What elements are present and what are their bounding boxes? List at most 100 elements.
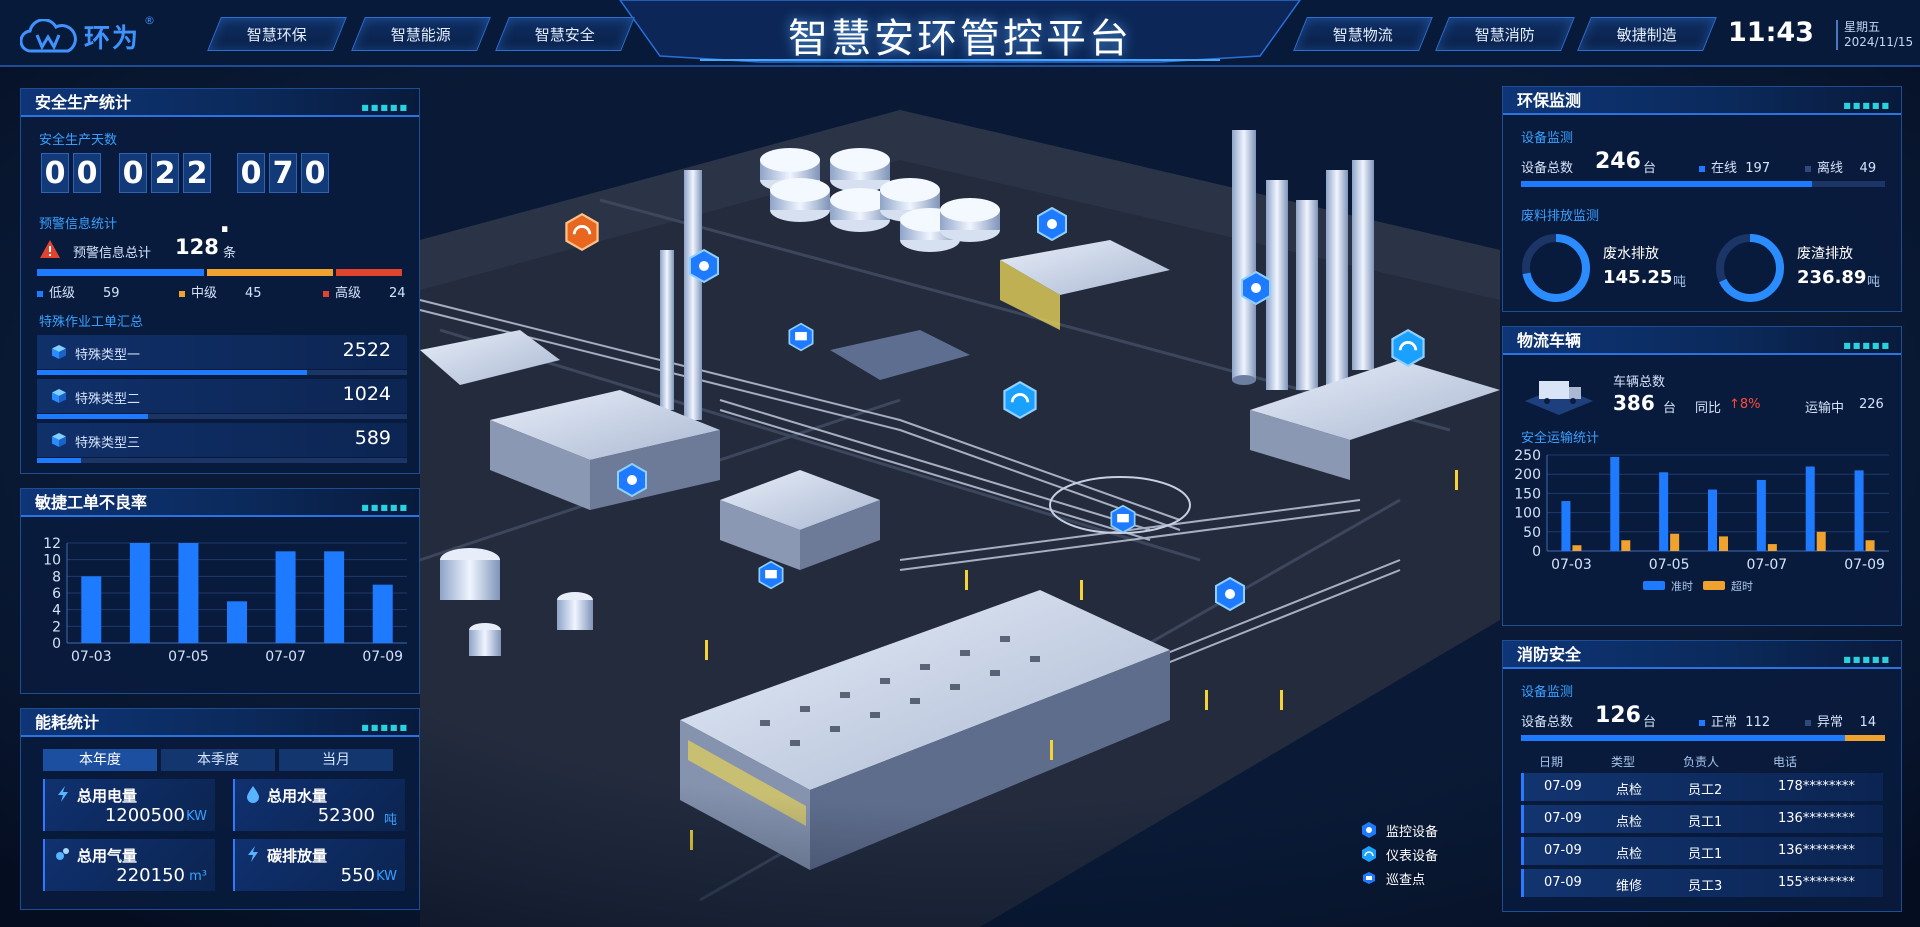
abnormal-stat: 异常 14 bbox=[1805, 711, 1876, 730]
x-tick-label: 07-07 bbox=[1747, 557, 1788, 573]
wastewater-value: 145.25 bbox=[1603, 267, 1673, 288]
cloud-logo-icon bbox=[20, 18, 77, 53]
y-tick-label: 6 bbox=[52, 586, 61, 602]
level-label: 中级 bbox=[191, 286, 218, 301]
panel-title-text: 物流车辆 bbox=[1517, 331, 1582, 350]
tab-this-month[interactable]: 当月 bbox=[279, 749, 393, 771]
monitor-marker-icon[interactable] bbox=[614, 462, 650, 498]
warning-total-unit: 条 bbox=[223, 246, 237, 261]
table-header-cell: 日期 bbox=[1539, 755, 1564, 769]
nav-smart-env[interactable]: 智慧环保 bbox=[207, 17, 347, 51]
offline-swatch bbox=[1805, 165, 1811, 172]
y-tick-label: 50 bbox=[1523, 525, 1541, 541]
special-work-label: 特殊类型三 bbox=[75, 436, 141, 451]
header-bar: 环为 ® 智慧环保 智慧能源 智慧安全 智慧安环管控平台 智慧物流 智慧消防 敏… bbox=[0, 0, 1920, 70]
tab-this-quarter[interactable]: 本季度 bbox=[161, 749, 275, 771]
digit-cell: 2 bbox=[183, 153, 211, 193]
x-tick-label: 07-09 bbox=[1844, 557, 1885, 573]
energy-unit: KW bbox=[376, 869, 397, 884]
nav-smart-safety[interactable]: 智慧安全 bbox=[495, 17, 635, 51]
x-tick-label: 07-07 bbox=[265, 649, 306, 665]
nav-label: 智慧能源 bbox=[390, 25, 451, 44]
device-total-unit: 台 bbox=[1643, 161, 1657, 176]
brand-logo[interactable]: 环为 ® bbox=[20, 14, 155, 55]
meter-legend-icon bbox=[1362, 846, 1376, 862]
legend-swatch bbox=[1703, 581, 1725, 590]
title-dots: ■■■■■ bbox=[1843, 655, 1891, 664]
legend-patrol[interactable]: 巡查点 bbox=[1360, 866, 1438, 890]
special-work-value: 2522 bbox=[342, 339, 391, 361]
y-tick-label: 150 bbox=[1514, 486, 1541, 502]
legend-meter[interactable]: 仪表设备 bbox=[1360, 842, 1438, 866]
y-tick-label: 4 bbox=[52, 603, 61, 619]
nav-label: 智慧消防 bbox=[1474, 25, 1535, 44]
y-tick-label: 100 bbox=[1514, 506, 1541, 522]
table-cell: 点检 bbox=[1616, 815, 1643, 830]
table-cell: 点检 bbox=[1616, 847, 1643, 862]
meter-marker-icon[interactable] bbox=[1000, 380, 1040, 420]
normal-progress-fill bbox=[1521, 735, 1845, 741]
chart-bar bbox=[1816, 531, 1826, 551]
nav-agile-manufacturing[interactable]: 敏捷制造 bbox=[1577, 17, 1717, 51]
nav-smart-logistics[interactable]: 智慧物流 bbox=[1293, 17, 1433, 51]
nav-smart-energy[interactable]: 智慧能源 bbox=[351, 17, 491, 51]
x-tick-label: 07-03 bbox=[71, 649, 112, 665]
nav-smart-fire[interactable]: 智慧消防 bbox=[1435, 17, 1575, 51]
ring-fill bbox=[1522, 234, 1590, 302]
monitor-marker-icon[interactable] bbox=[1034, 206, 1070, 242]
ring-fill bbox=[1716, 234, 1784, 302]
legend-monitor[interactable]: 监控设备 bbox=[1360, 818, 1438, 842]
patrol-marker-icon[interactable] bbox=[1108, 504, 1138, 534]
patrol-marker-icon[interactable] bbox=[786, 322, 816, 352]
chart-bar bbox=[1670, 533, 1680, 551]
y-tick-label: 8 bbox=[52, 569, 61, 585]
meter-marker-icon[interactable] bbox=[1388, 328, 1428, 368]
chart-bar bbox=[1572, 545, 1582, 551]
normal-progress bbox=[1521, 735, 1885, 741]
energy-unit: 吨 bbox=[383, 813, 397, 828]
monitor-marker-icon[interactable] bbox=[1238, 270, 1274, 306]
y-tick-label: 0 bbox=[1532, 544, 1541, 560]
monitor-marker-icon[interactable] bbox=[1212, 576, 1248, 612]
legend-label: 仪表设备 bbox=[1386, 848, 1439, 864]
cube-icon bbox=[52, 433, 66, 447]
chart-bar bbox=[81, 576, 102, 643]
chart-bar bbox=[1865, 540, 1875, 551]
water-drop-icon bbox=[247, 786, 259, 803]
y-tick-label: 250 bbox=[1514, 448, 1541, 464]
patrol-marker-icon[interactable] bbox=[756, 560, 786, 590]
table-cell: 员工1 bbox=[1688, 815, 1723, 830]
online-progress bbox=[1521, 181, 1885, 187]
panel-title-text: 敏捷工单不良率 bbox=[35, 493, 148, 512]
legend-label: 准时 bbox=[1671, 580, 1693, 593]
abnormal-swatch bbox=[1805, 719, 1811, 726]
transit-value: 226 bbox=[1859, 397, 1884, 412]
tab-this-year[interactable]: 本年度 bbox=[43, 749, 157, 771]
digit-cell: 0 bbox=[237, 153, 265, 193]
panel-title: 环保监测■■■■■ bbox=[1503, 87, 1901, 115]
alarm-meter-marker-icon[interactable] bbox=[562, 212, 602, 252]
panel-title: 能耗统计■■■■■ bbox=[21, 709, 419, 737]
monitor-marker-icon[interactable] bbox=[686, 248, 722, 284]
table-cell: 178******** bbox=[1778, 779, 1855, 794]
level-swatch bbox=[323, 290, 329, 297]
table-cell: 07-09 bbox=[1544, 811, 1582, 826]
special-work-fill bbox=[37, 414, 148, 419]
nav-label: 智慧安全 bbox=[534, 25, 595, 44]
energy-label: 总用水量 bbox=[267, 787, 328, 805]
